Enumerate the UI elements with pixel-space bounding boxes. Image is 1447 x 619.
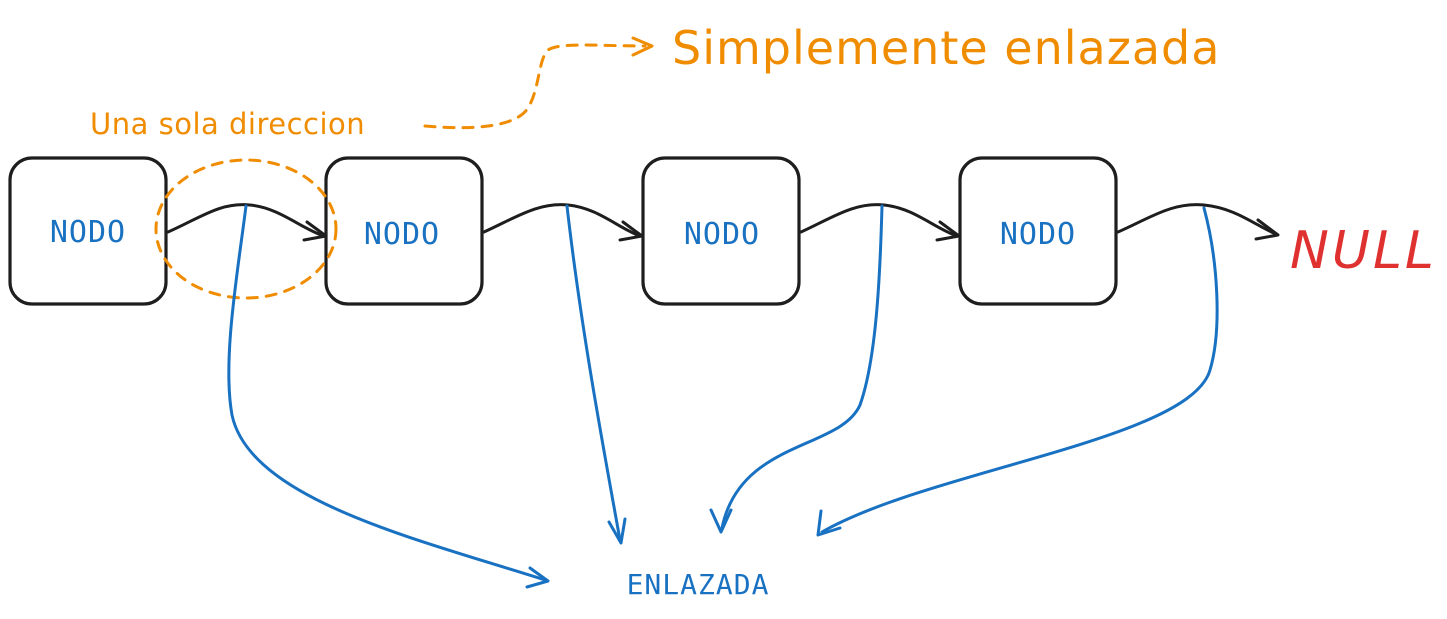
node-2-label: NODO bbox=[364, 217, 440, 252]
node-4-label: NODO bbox=[1000, 217, 1076, 252]
node-1-label: NODO bbox=[50, 215, 126, 250]
link-arrow-2 bbox=[482, 203, 642, 238]
node-1: NODO bbox=[8, 156, 168, 306]
enlazada-arrow-1 bbox=[227, 204, 547, 582]
enlazada-label: ENLAZADA bbox=[627, 568, 770, 601]
link-arrow-1 bbox=[166, 203, 326, 238]
enlazada-arrow-4-head bbox=[816, 509, 842, 537]
node-3-label: NODO bbox=[684, 217, 760, 252]
link-arrow-3 bbox=[799, 203, 959, 238]
annotation-text: Una sola direccion bbox=[90, 107, 365, 141]
node-1-box bbox=[8, 156, 168, 306]
diagram-title: Simplemente enlazada bbox=[672, 21, 1220, 75]
node-4: NODO bbox=[958, 156, 1118, 306]
highlight-ellipse bbox=[154, 158, 338, 300]
enlazada-arrow-3-head bbox=[709, 508, 733, 534]
node-2: NODO bbox=[324, 156, 484, 306]
link-arrow-4-head bbox=[1254, 218, 1280, 241]
enlazada-arrow-4 bbox=[820, 206, 1219, 534]
enlazada-arrow-2 bbox=[565, 204, 622, 542]
title-arrow-line bbox=[423, 43, 647, 130]
link-arrow-1-head bbox=[302, 220, 328, 242]
enlazada-arrow-3 bbox=[720, 204, 884, 530]
node-3-box bbox=[641, 156, 801, 306]
link-arrow-4 bbox=[1116, 203, 1278, 236]
null-terminal: NULL bbox=[1290, 221, 1437, 281]
link-arrow-2-head bbox=[618, 220, 644, 242]
node-2-box bbox=[324, 156, 484, 306]
node-4-box bbox=[958, 156, 1118, 306]
enlazada-arrow-2-head bbox=[607, 517, 627, 545]
node-3: NODO bbox=[641, 156, 801, 306]
link-arrow-3-head bbox=[935, 220, 961, 242]
enlazada-arrow-1-head bbox=[525, 566, 550, 589]
title-arrow-head bbox=[631, 36, 654, 57]
